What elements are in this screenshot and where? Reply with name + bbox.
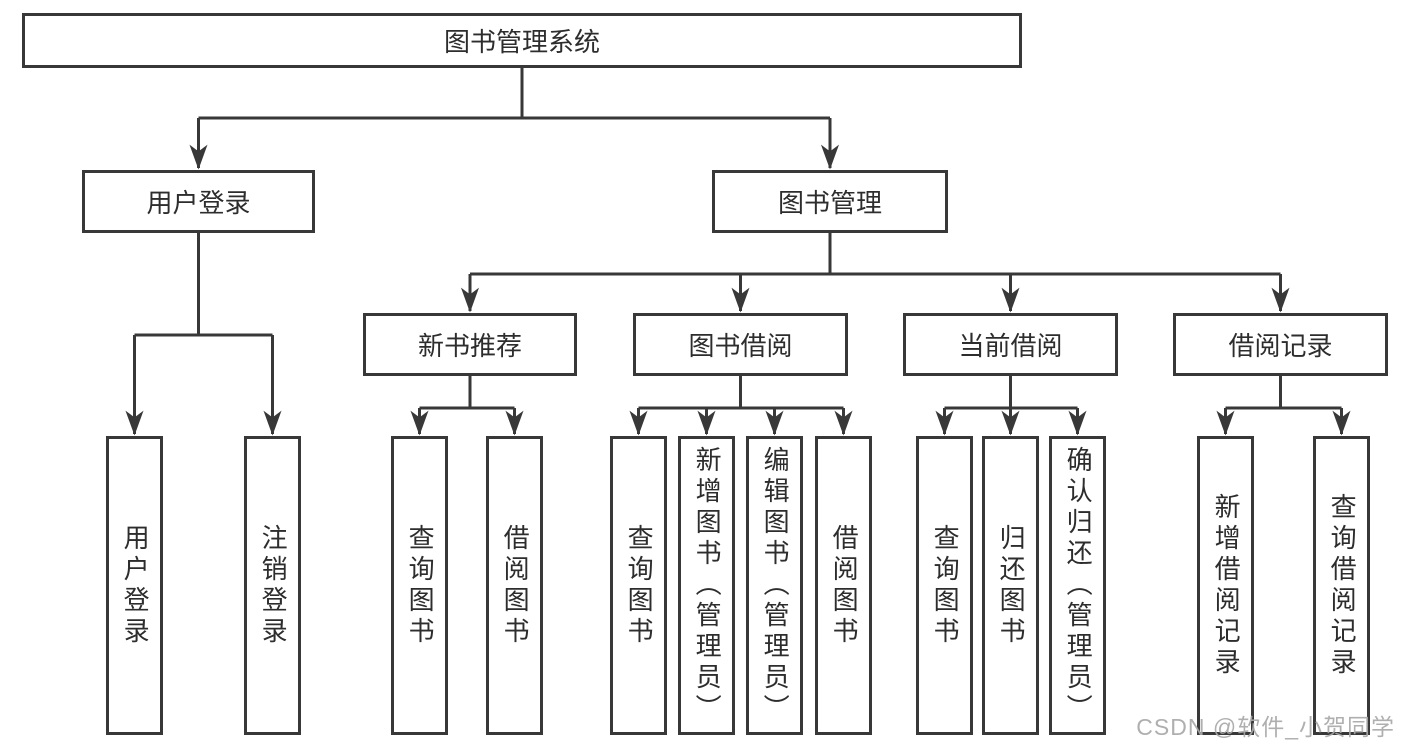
leaf-records-add-record: 新增借阅记录 <box>1197 436 1254 735</box>
node-borrow-records: 借阅记录 <box>1173 313 1388 376</box>
leaf-logout-label: 注销登录 <box>258 523 289 648</box>
leaf-records-query-record: 查询借阅记录 <box>1313 436 1370 735</box>
node-book-management-label: 图书管理 <box>777 188 882 218</box>
leaf-borrow-edit-books-admin-label: 编辑图书（管理员） <box>760 446 791 725</box>
leaf-records-query-record-label: 查询借阅记录 <box>1327 492 1358 679</box>
node-user-login: 用户登录 <box>82 170 315 233</box>
leaf-borrow-add-books-admin-label: 新增图书（管理员） <box>692 446 723 725</box>
leaf-borrow-edit-books-admin: 编辑图书（管理员） <box>746 436 803 735</box>
leaf-borrow-add-books-admin: 新增图书（管理员） <box>678 436 735 735</box>
node-borrow-records-label: 借阅记录 <box>1228 331 1333 361</box>
leaf-current-return-books-label: 归还图书 <box>996 523 1027 648</box>
node-new-book-recommend-label: 新书推荐 <box>417 331 522 361</box>
node-root: 图书管理系统 <box>22 13 1022 68</box>
leaf-records-add-record-label: 新增借阅记录 <box>1211 492 1242 679</box>
leaf-borrow-borrow-books: 借阅图书 <box>815 436 872 735</box>
node-user-login-label: 用户登录 <box>146 188 251 218</box>
node-book-management: 图书管理 <box>712 170 948 233</box>
leaf-current-query-books: 查询图书 <box>916 436 973 735</box>
leaf-borrow-borrow-books-label: 借阅图书 <box>829 523 860 648</box>
leaf-borrow-query-books-label: 查询图书 <box>624 523 655 648</box>
leaf-user-login: 用户登录 <box>106 436 163 735</box>
leaf-current-query-books-label: 查询图书 <box>930 523 961 648</box>
csdn-watermark: CSDN @软件_小贺同学 <box>1136 714 1395 740</box>
leaf-current-confirm-return-admin: 确认归还（管理员） <box>1049 436 1106 735</box>
leaf-user-login-label: 用户登录 <box>120 523 151 648</box>
node-new-book-recommend: 新书推荐 <box>363 313 577 376</box>
node-current-borrow: 当前借阅 <box>903 313 1118 376</box>
leaf-recommend-borrow-books-label: 借阅图书 <box>500 523 531 648</box>
leaf-borrow-query-books: 查询图书 <box>610 436 667 735</box>
leaf-recommend-borrow-books: 借阅图书 <box>486 436 543 735</box>
leaf-current-confirm-return-admin-label: 确认归还（管理员） <box>1063 446 1094 725</box>
leaf-recommend-query-books-label: 查询图书 <box>405 523 436 648</box>
node-book-borrow-label: 图书借阅 <box>688 331 793 361</box>
node-book-borrow: 图书借阅 <box>633 313 848 376</box>
leaf-recommend-query-books: 查询图书 <box>391 436 448 735</box>
leaf-current-return-books: 归还图书 <box>982 436 1039 735</box>
node-current-borrow-label: 当前借阅 <box>958 331 1063 361</box>
node-root-label: 图书管理系统 <box>443 27 600 57</box>
leaf-logout: 注销登录 <box>244 436 301 735</box>
